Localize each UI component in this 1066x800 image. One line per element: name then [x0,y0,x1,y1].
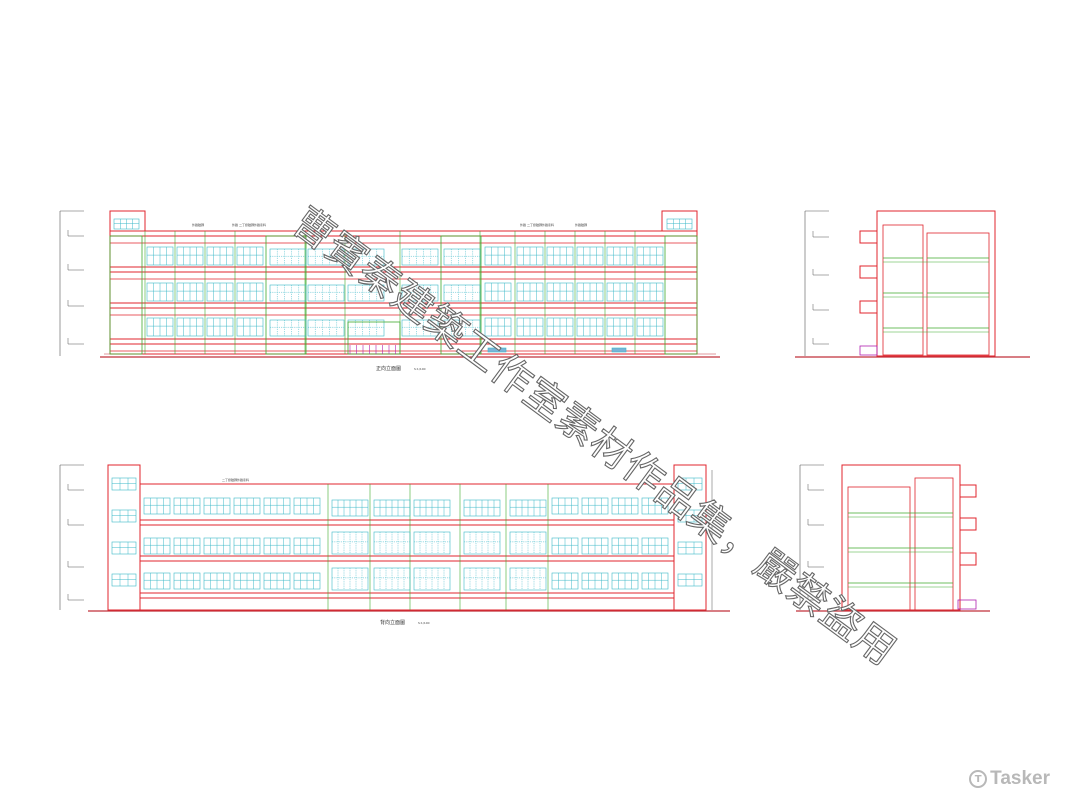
window-frame [347,284,385,302]
window-frame [443,284,481,302]
rear-elevation-scale: S:1/100 [418,621,430,625]
balcony [859,230,878,244]
vent-panel [487,347,507,353]
front-elevation-scale: S:1/100 [414,367,426,371]
window-frame [111,477,137,491]
window-frame [443,248,481,266]
tasker-logo-icon: T [969,770,988,788]
window-frame [111,541,137,555]
window-frame [307,284,345,302]
entrance-step [957,599,977,610]
window-frame [677,509,703,523]
window-frame [401,248,439,266]
entrance-frame [347,321,401,355]
wall-panel [882,224,924,356]
window-frame [401,319,439,337]
window-frame [443,319,481,337]
note-label: 外牆 二丁掛磁磚外牆塗料 [232,222,266,227]
window-frame [677,477,703,491]
note-label: 二丁掛磁磚外牆塗料 [222,477,249,482]
window-frame [401,284,439,302]
wall-panel [914,477,954,611]
floor-band [139,592,675,599]
window-frame [269,284,307,302]
balcony [859,265,878,279]
balcony [959,552,977,566]
window-frame [111,573,137,587]
window-frame [307,248,345,266]
entrance-step [859,345,878,356]
tasker-logo-text: Tasker [990,768,1050,789]
stair-core [440,235,482,355]
window-frame [111,509,137,523]
front-elevation [59,210,720,358]
window-frame [677,573,703,587]
wall-panel [847,486,911,611]
parapet [109,210,146,232]
window-frame [269,319,307,337]
stair-core [109,235,143,355]
floor-band [139,519,675,526]
floor-band [139,555,675,562]
window-frame [307,319,345,337]
stair-core [664,235,698,355]
note-label: 外牆 二丁掛磁磚外牆塗料 [520,222,554,227]
note-label: 外牆磁磚 [575,222,587,227]
window-frame [347,248,385,266]
window-frame [677,541,703,555]
tasker-logo: T Tasker [969,768,1050,790]
front-side-elevation [795,210,1030,358]
rear-side-elevation [796,464,990,612]
vent-panel [611,347,627,353]
wall-outline [139,483,675,611]
balcony [959,484,977,498]
note-label: 外牆磁磚 [192,222,204,227]
rear-elevation [59,464,730,612]
front-elevation-caption: 正向立面圖 [376,365,401,372]
floor-band [109,338,698,345]
wall-panel [926,232,990,356]
window-frame [269,248,307,266]
watermark-text: 曹賓秦建築工作室素材作品集，嚴禁盜用 [284,199,905,675]
balcony [959,517,977,531]
stair-tower [107,464,141,611]
balcony [859,300,878,314]
rear-elevation-caption: 背向立面圖 [380,619,405,626]
floor-band [109,230,698,237]
wall-outline [876,210,996,357]
